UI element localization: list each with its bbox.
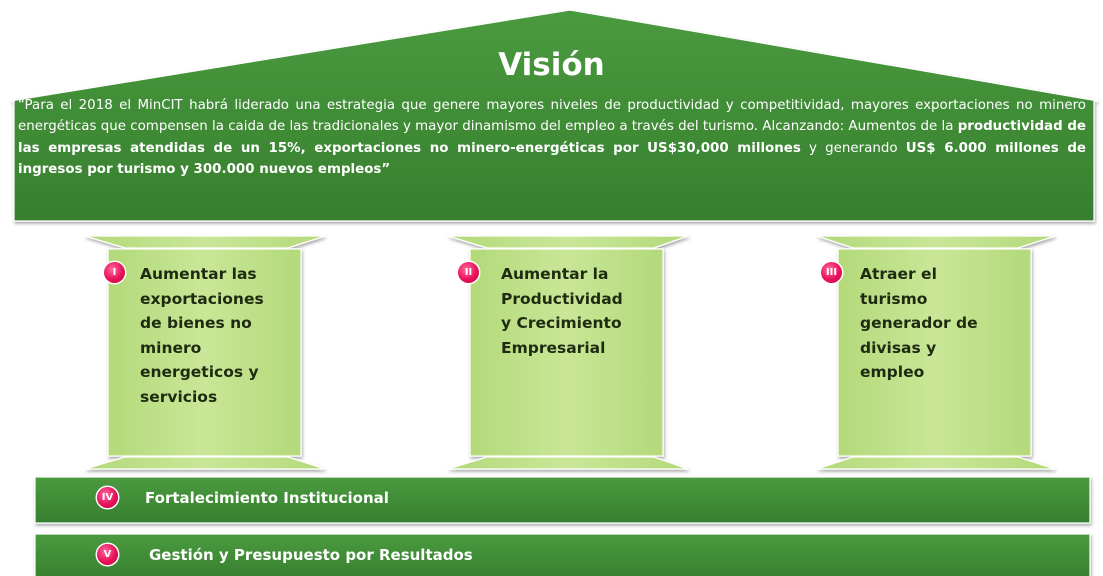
pillar-2-label: Aumentar la Productividad y Crecimiento …: [501, 262, 623, 360]
pillar-1-line: energeticos y: [140, 363, 259, 382]
pillar-1-label: Aumentar las exportaciones de bienes no …: [140, 262, 264, 410]
pillar-3-shape: [816, 235, 1056, 470]
foundation-bar-2: [34, 533, 1091, 576]
pillar-1-line: Aumentar las: [140, 265, 257, 283]
pillar-2-line: Productividad: [501, 289, 623, 308]
pillar-3-line: generador de: [860, 314, 978, 333]
vision-text-part-2: y generando: [800, 140, 906, 156]
pillar-1-line: exportaciones: [140, 289, 264, 308]
foundation-bar-1: [34, 476, 1091, 524]
pillar-1-line: minero: [140, 338, 202, 357]
foundation-2-number-badge: V: [97, 544, 118, 565]
pillar-2-line: Empresarial: [501, 338, 606, 357]
vision-statement: “Para el 2018 el MinCIT habrá liderado u…: [18, 95, 1086, 180]
pillar-1-line: servicios: [140, 387, 218, 406]
pillar-3-line: turismo: [860, 289, 928, 308]
vision-text-bold-1: productividad de las empresas atendidas …: [18, 119, 1086, 156]
pillar-1-line: de bienes no: [140, 314, 252, 333]
pillar-2-number-badge: II: [458, 262, 479, 283]
foundation-1-number-badge: IV: [97, 487, 118, 508]
pillar-2-line: y Crecimiento: [501, 314, 622, 333]
vision-text-part-1: “Para el 2018 el MinCIT habrá liderado u…: [18, 98, 1086, 135]
vision-title: Visión: [498, 47, 605, 83]
pillar-3-number-badge: III: [821, 262, 842, 283]
foundation-2-label: Gestión y Presupuesto por Resultados: [149, 546, 473, 564]
pillar-3-line: divisas y: [860, 338, 937, 357]
foundation-1-label: Fortalecimiento Institucional: [145, 489, 389, 507]
roof-shape: [9, 9, 1099, 222]
pillar-3-label: Atraer el turismo generador de divisas y…: [860, 262, 978, 385]
pillar-2-line: Aumentar la: [501, 265, 609, 283]
vision-text-bold-2: US$ 6.000 millones de ingresos por turis…: [18, 140, 1086, 177]
pillar-3-line: Atraer el: [860, 265, 937, 283]
pillar-3-line: empleo: [860, 363, 925, 382]
pillar-1-shape: [84, 235, 326, 470]
pillar-2-shape: [447, 235, 689, 470]
pillar-1-number-badge: I: [104, 262, 125, 283]
